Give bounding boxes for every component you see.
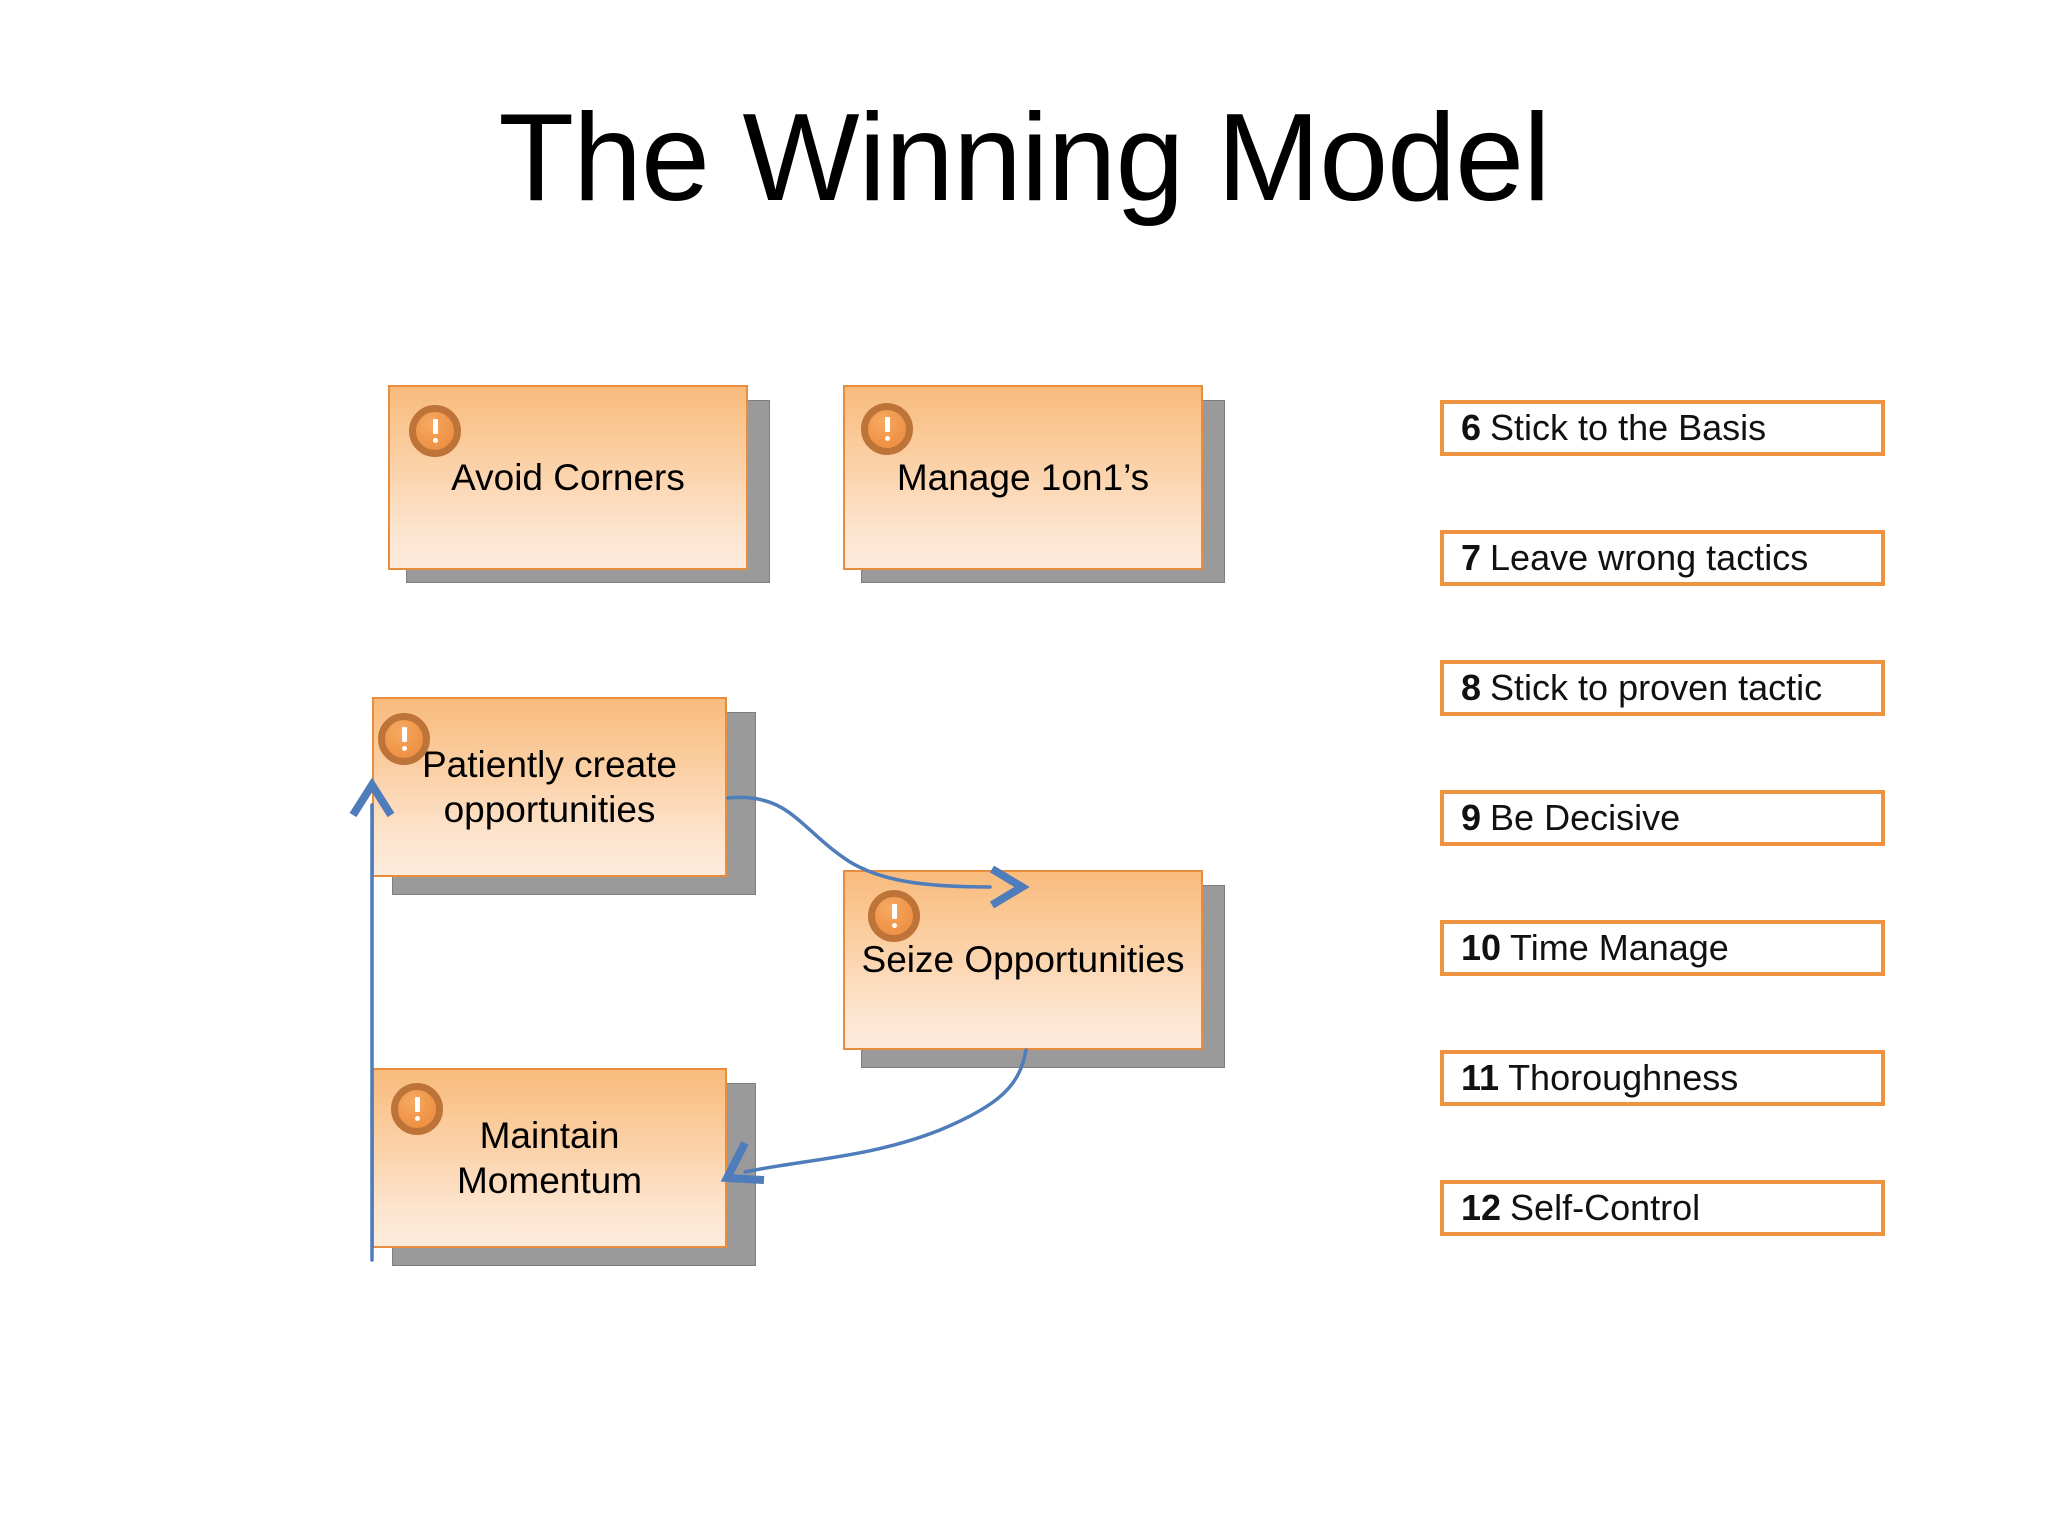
exclamation-stem [414, 1097, 420, 1112]
checklist-item-number: 10 [1461, 927, 1502, 968]
process-box-label: Manage 1on1’s [896, 456, 1150, 498]
checklist-item-label: Self-Control [1510, 1187, 1701, 1228]
process-box-label: Seize Opportunities [861, 939, 1185, 981]
checklist-item-number: 12 [1461, 1187, 1502, 1228]
checklist-item-number: 8 [1461, 667, 1482, 708]
exclamation-stem [891, 904, 897, 919]
exclamation-badge-icon [409, 405, 461, 457]
exclamation-badge-icon [391, 1083, 443, 1135]
process-box-patiently-create-opportunities[interactable]: Patiently create opportunities [372, 697, 727, 877]
connector-seize-to-maintain [720, 1048, 1028, 1184]
exclamation-dot [401, 746, 407, 751]
page-title: The Winning Model [498, 89, 1550, 227]
checklist-item-number: 7 [1461, 537, 1482, 578]
checklist-item-10[interactable]: 10 Time Manage [1440, 920, 1885, 976]
checklist-item-label: Be Decisive [1490, 797, 1681, 838]
process-box-label: Patiently create opportunities [421, 743, 678, 830]
checklist-item-number: 11 [1461, 1057, 1500, 1098]
checklist-item-number: 6 [1461, 407, 1482, 448]
exclamation-stem [432, 419, 438, 434]
exclamation-stem [401, 727, 407, 742]
checklist-item-label: Leave wrong tactics [1490, 537, 1809, 578]
checklist-item-label: Stick to proven tactic [1490, 667, 1823, 708]
exclamation-badge-icon [861, 403, 913, 455]
exclamation-badge-icon [378, 713, 430, 765]
checklist-item-6[interactable]: 6 Stick to the Basis [1440, 400, 1885, 456]
process-box-label: Avoid Corners [451, 456, 685, 498]
checklist-item-11[interactable]: 11 Thoroughness [1440, 1050, 1885, 1106]
checklist-item-label: Stick to the Basis [1490, 407, 1767, 448]
exclamation-stem [884, 417, 890, 432]
checklist-item-12[interactable]: 12 Self-Control [1440, 1180, 1885, 1236]
exclamation-dot [432, 438, 438, 443]
checklist-item-label: Time Manage [1510, 927, 1729, 968]
exclamation-dot [414, 1116, 420, 1121]
exclamation-badge-icon [868, 890, 920, 942]
checklist-item-7[interactable]: 7 Leave wrong tactics [1440, 530, 1885, 586]
exclamation-dot [891, 923, 897, 928]
checklist-item-8[interactable]: 8 Stick to proven tactic [1440, 660, 1885, 716]
checklist-item-9[interactable]: 9 Be Decisive [1440, 790, 1885, 846]
process-box-label: Maintain Momentum [456, 1114, 643, 1201]
checklist-item-number: 9 [1461, 797, 1482, 838]
checklist-item-label: Thoroughness [1508, 1057, 1739, 1098]
exclamation-dot [884, 436, 890, 441]
